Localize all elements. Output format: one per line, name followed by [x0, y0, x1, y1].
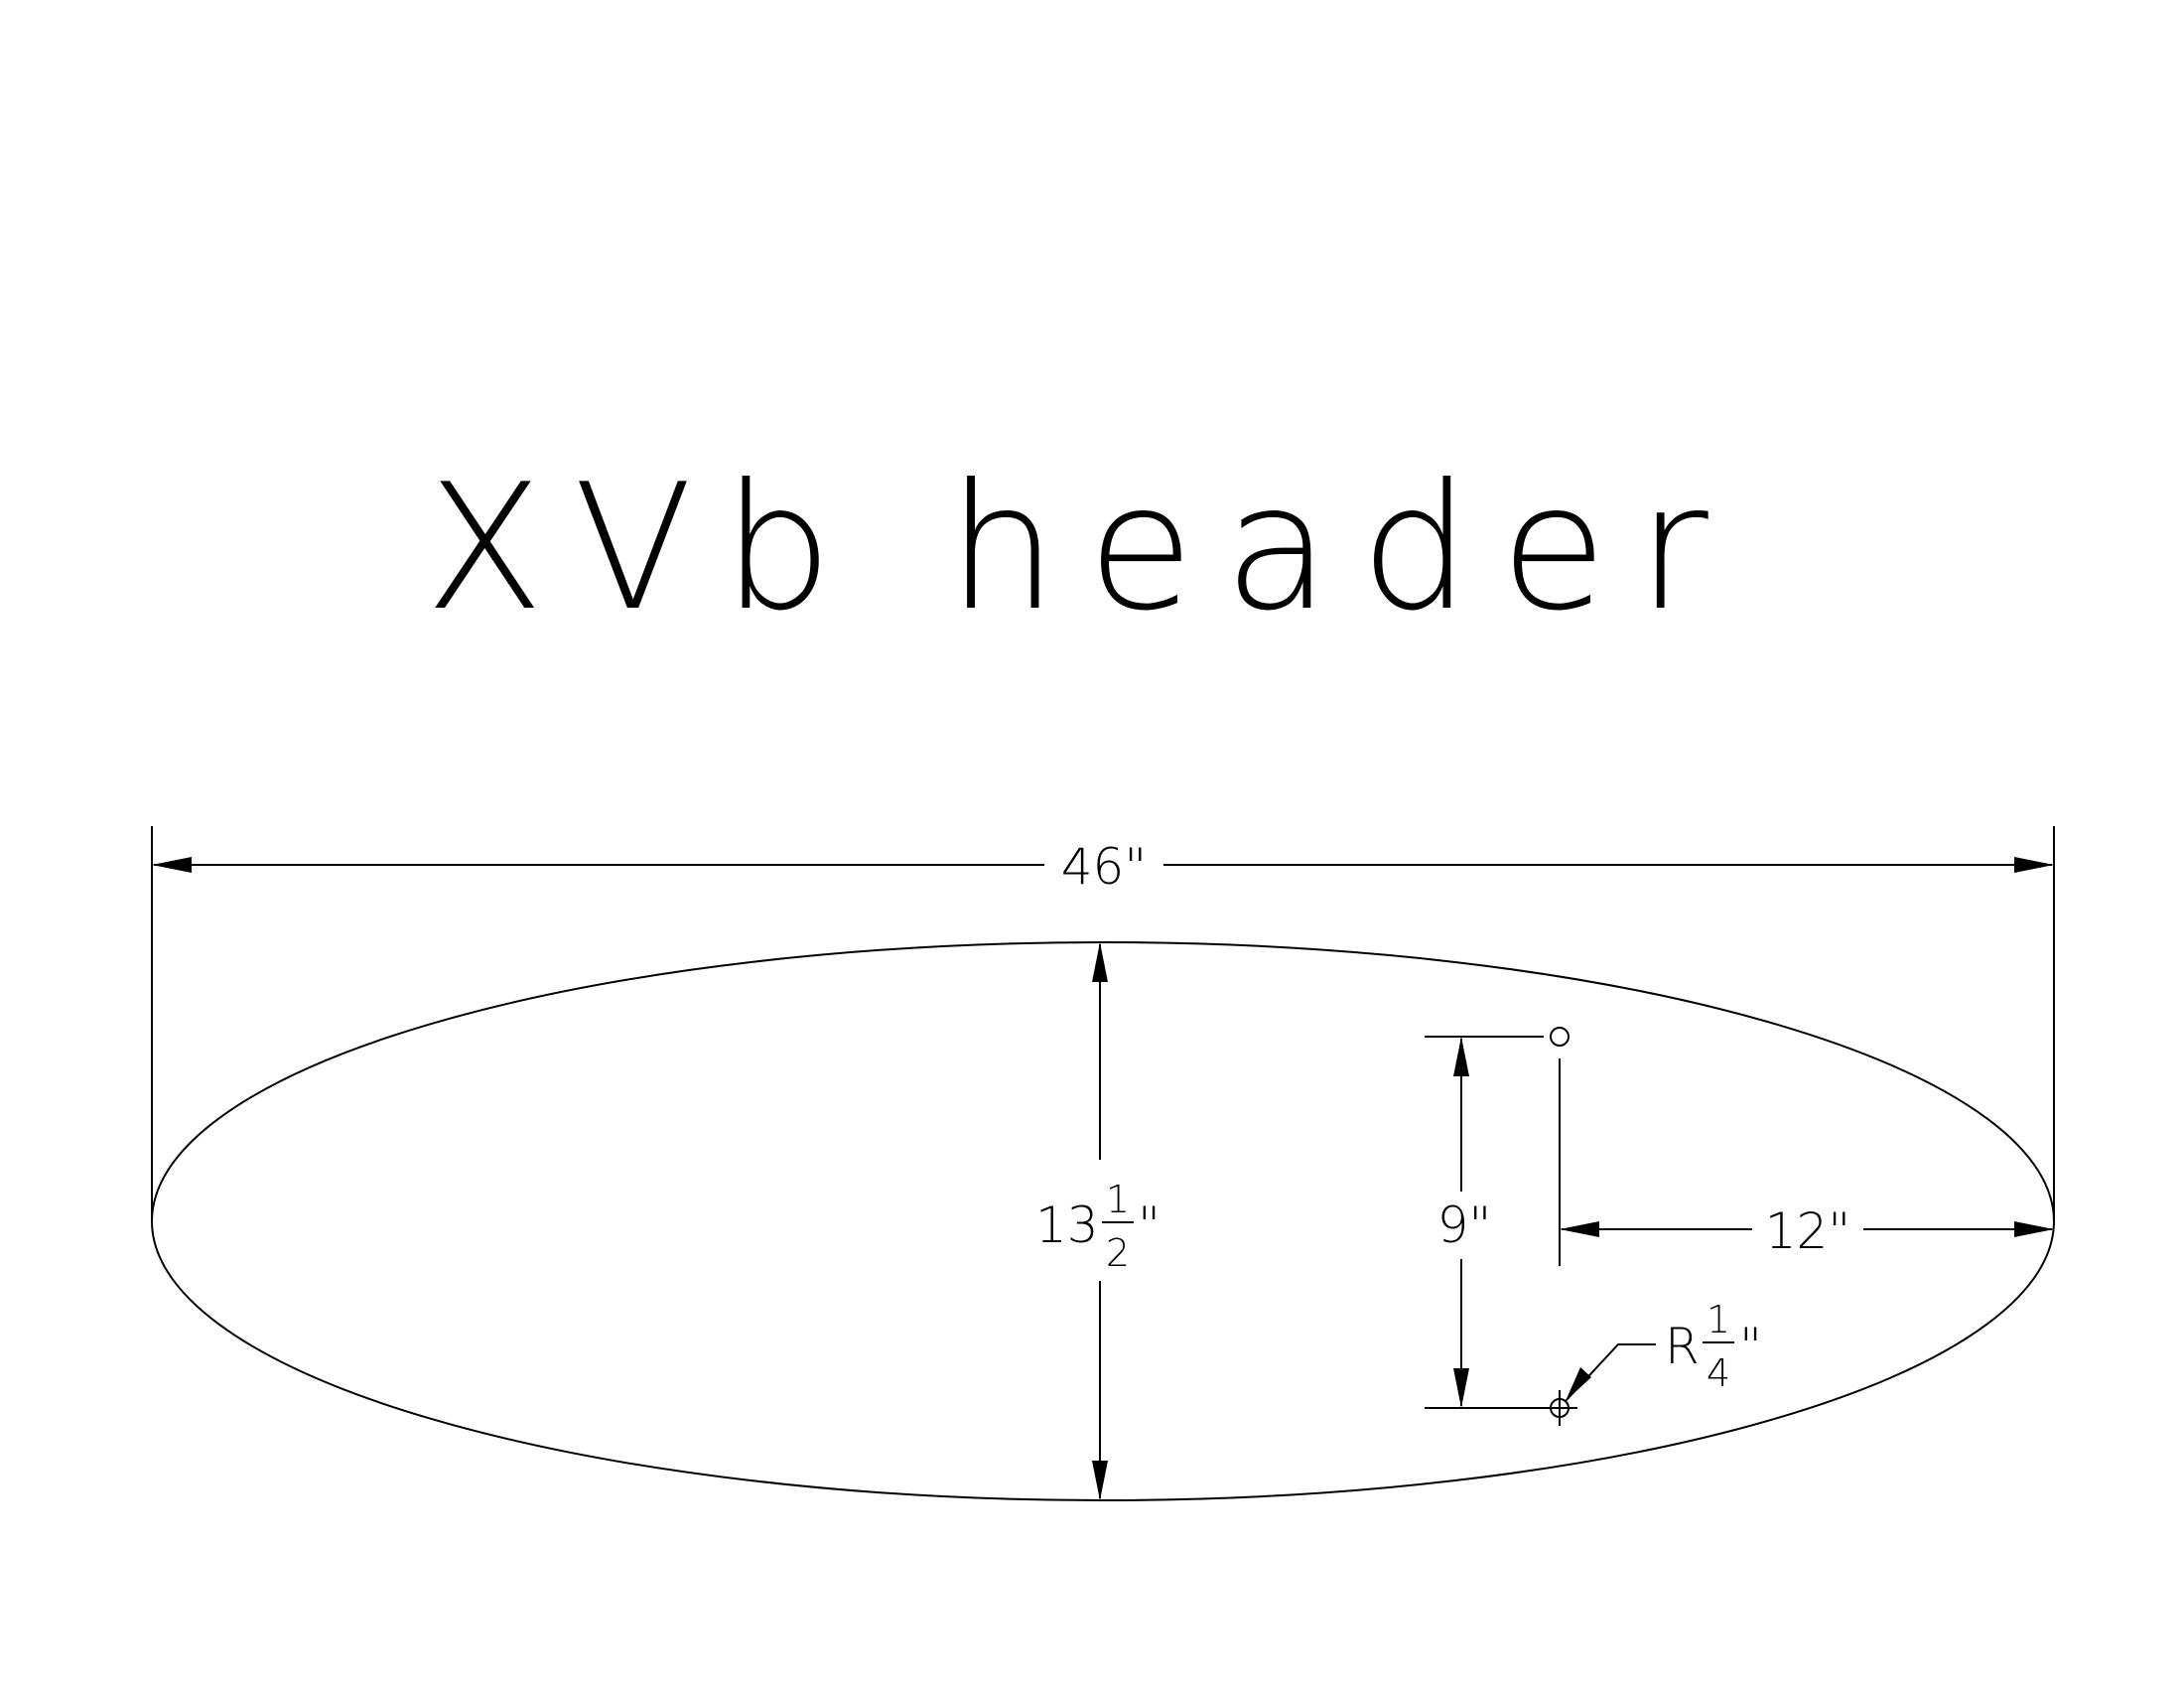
- hole-arrowhead-up: [1453, 1037, 1469, 1076]
- offset-arrowhead-left: [1560, 1221, 1599, 1237]
- height-label-denominator: 2: [1106, 1231, 1130, 1275]
- hole-offset-dimension: 12": [1559, 1058, 2054, 1266]
- height-dimension: 13 1 2 ": [1035, 942, 1160, 1500]
- width-dimension: 46": [151, 826, 2055, 1221]
- hole-offset-label: 12": [1765, 1202, 1851, 1260]
- drawing-title: XVb header: [425, 448, 1738, 649]
- lower-hole: [1542, 1390, 1577, 1426]
- hole-spacing-dimension: 9": [1425, 1036, 1544, 1409]
- radius-leader-arrowhead: [1566, 1367, 1591, 1401]
- radius-label-denominator: 4: [1706, 1351, 1730, 1395]
- height-label-numerator: 1: [1106, 1178, 1130, 1221]
- arrowhead-up: [1092, 942, 1108, 982]
- hole-spacing-label: 9": [1437, 1196, 1492, 1254]
- arrowhead-right: [2014, 857, 2054, 873]
- hole-radius-callout: R 1 4 ": [1565, 1298, 1762, 1402]
- radius-label-prefix: R: [1665, 1318, 1700, 1375]
- hole-arrowhead-down: [1453, 1368, 1469, 1408]
- radius-label-numerator: 1: [1706, 1298, 1730, 1341]
- radius-label-unit: ": [1739, 1318, 1762, 1375]
- height-label-unit: ": [1138, 1196, 1160, 1254]
- offset-arrowhead-right: [2014, 1221, 2054, 1237]
- height-label-whole: 13: [1035, 1196, 1099, 1254]
- arrowhead-left: [152, 857, 192, 873]
- arrowhead-down: [1092, 1461, 1108, 1500]
- width-label: 46": [1061, 838, 1148, 896]
- upper-hole: [1550, 1027, 1570, 1047]
